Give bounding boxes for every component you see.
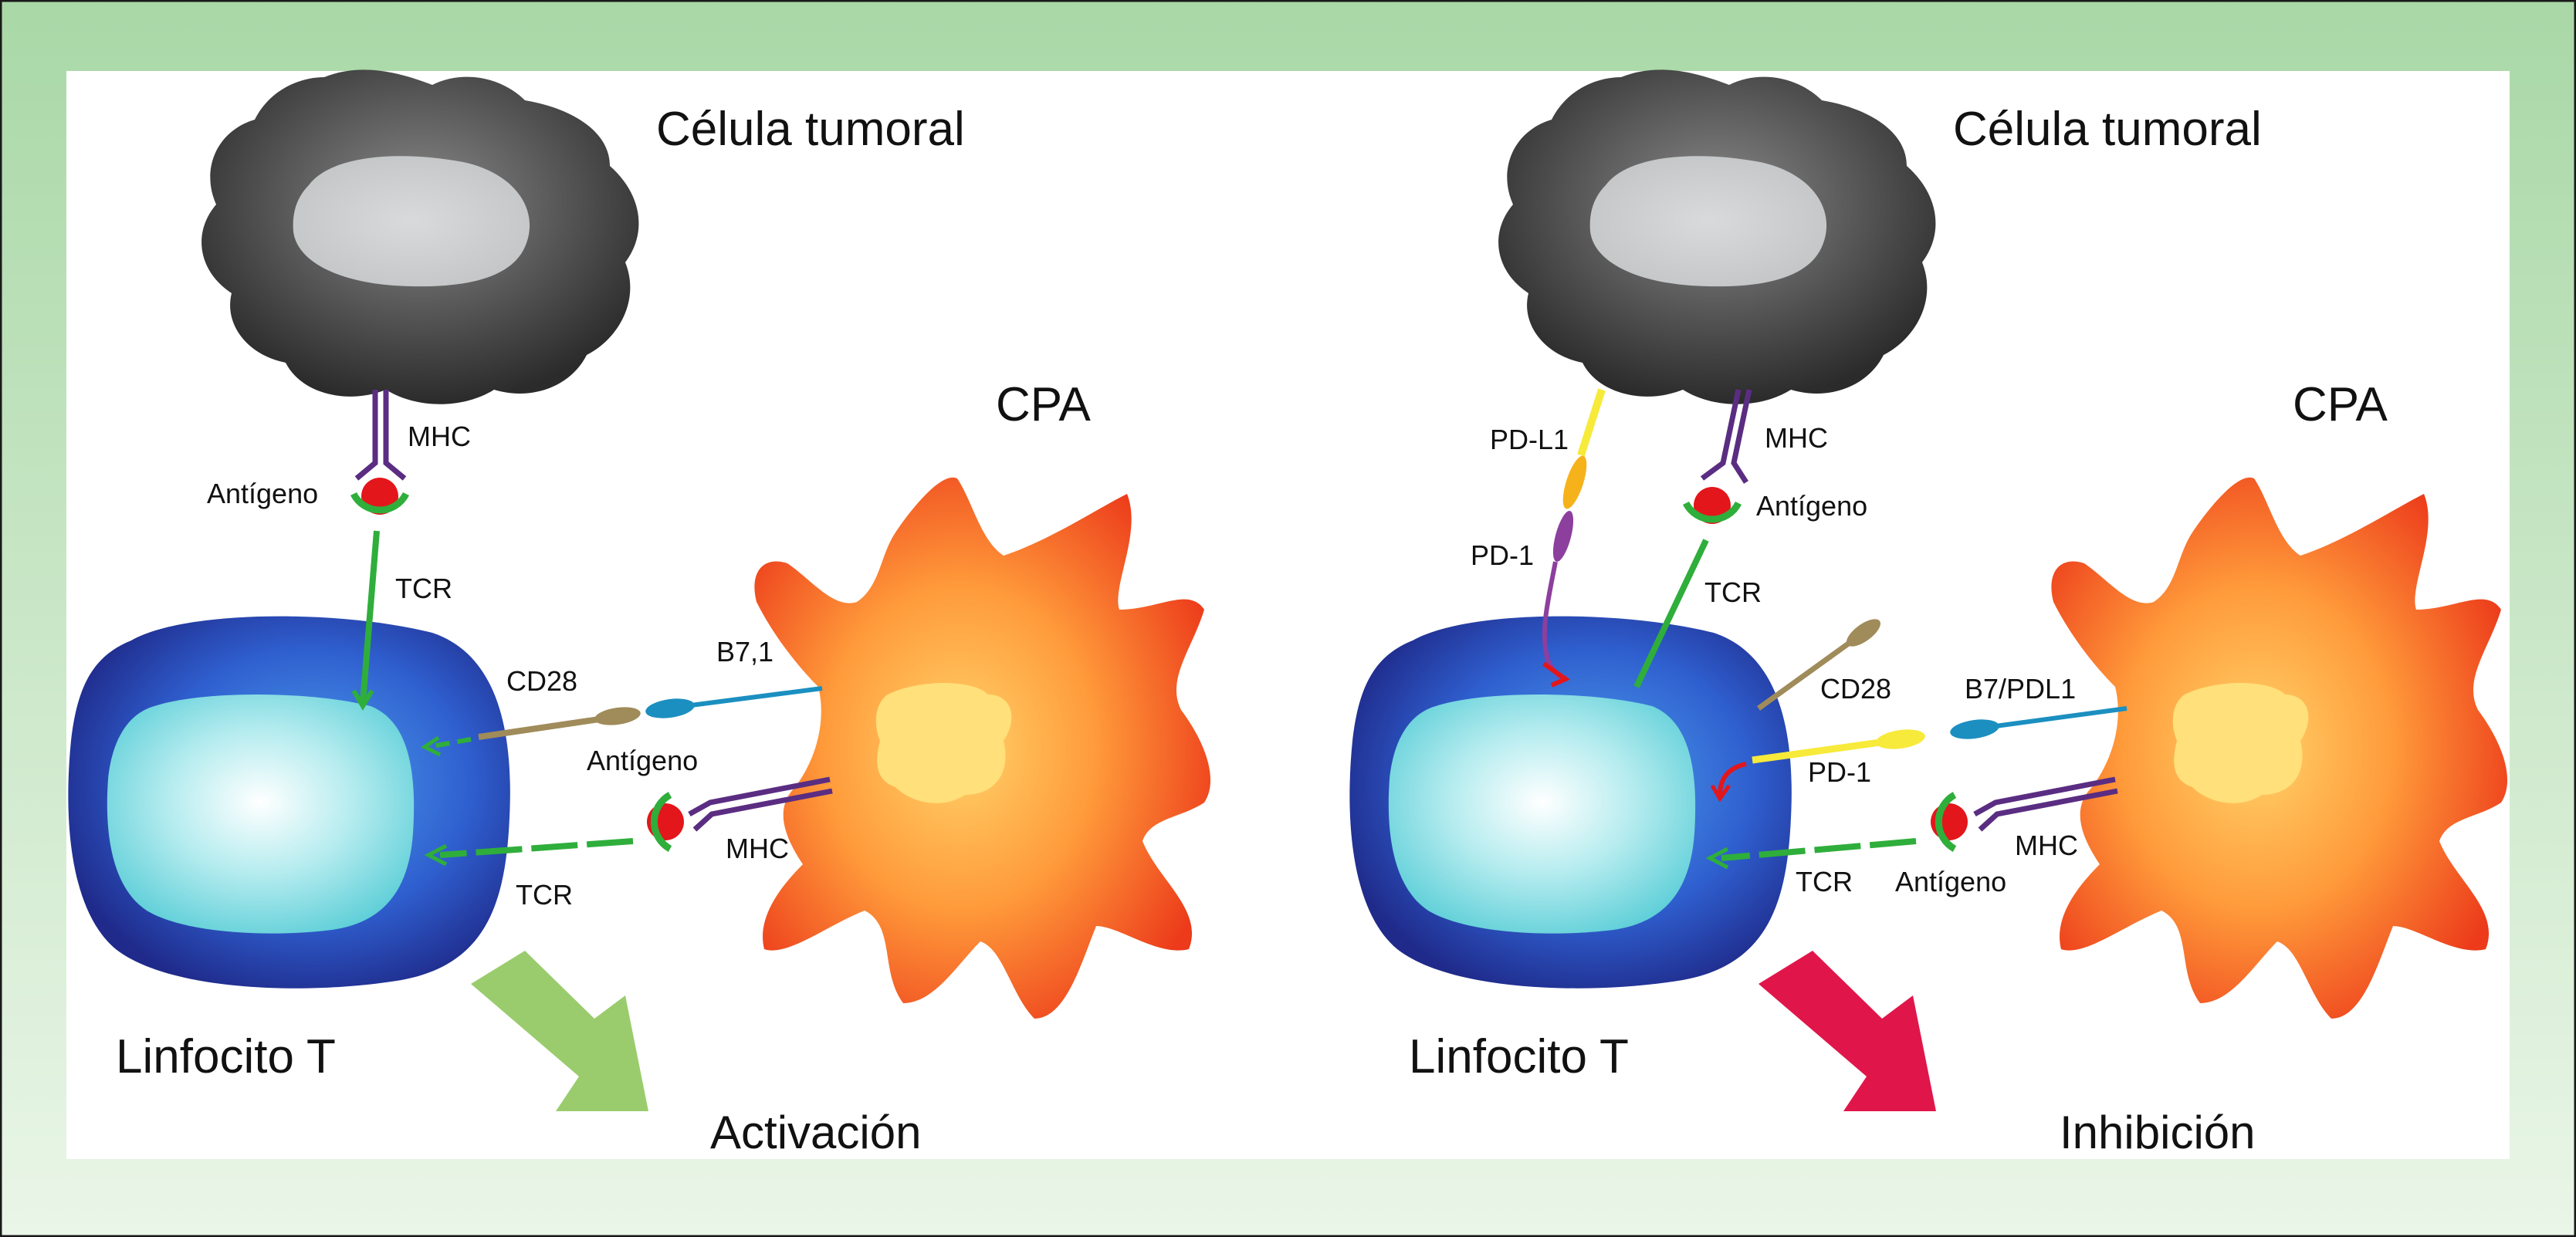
tcr-top-label-right: TCR [1704,576,1762,608]
pdl1-label-right: PD-L1 [1490,424,1569,455]
tcr-cup-bottom-right [1935,792,1957,852]
outcome-label-right: Inhibición [2060,1107,2256,1158]
mhc-top-left [354,390,407,481]
signal-arrow-cd28-left [428,737,472,749]
pd1-head-bottom-right [1876,729,1925,749]
cd28-head-left [594,707,641,725]
tcr-cup-bottom-left [650,792,672,852]
tcr-cup-top-right [1682,501,1742,523]
tcell-label-left: Linfocito T [116,1030,336,1083]
tumor-cell-left [201,69,639,404]
tumor-label-left: Célula tumoral [656,103,965,156]
pdl1-stalk-right [1577,388,1606,457]
cd28-label-right: CD28 [1820,673,1891,705]
tcell-label-right: Linfocito T [1409,1030,1629,1083]
antigen-top-label-left: Antígeno [207,478,318,509]
mhc-bottom-right [1973,776,2118,832]
mhc-top-right [1700,389,1752,484]
outcome-label-left: Activación [710,1107,921,1158]
t-cell-left [68,616,510,989]
tcr-stalk-bottom-left [439,838,634,858]
antigen-top-label-right: Antígeno [1756,490,1867,522]
antigen-bottom-label-left: Antígeno [587,745,698,776]
pd1-head-top-right [1552,511,1574,562]
tcr-bottom-label-right: TCR [1796,866,1853,897]
b7pdl1-stalk-right [1995,706,2127,728]
pd1-stalk-bottom-right [1752,737,1892,764]
cd28-head-right [1846,619,1881,647]
tcr-stalk-top-left [360,530,380,703]
tumor-label-right: Célula tumoral [1953,103,2262,156]
mhc-top-label-right: MHC [1765,422,1828,454]
mhc-top-label-left: MHC [408,421,471,452]
tcr-stalk-top-right [1633,539,1709,688]
b7pdl1-label-right: B7/PDL1 [1965,673,2076,705]
mhc-bottom-label-left: MHC [726,833,789,864]
inhibit-arrow-top-right [1542,661,1571,688]
tcr-arrowhead-top-left [351,689,374,711]
antigen-bottom-label-right: Antígeno [1895,866,2006,897]
tumor-cell-right [1498,69,1936,404]
mhc-bottom-left [688,776,833,832]
tcr-stalk-bottom-right [1721,838,1917,861]
b7pdl1-head-right [1950,719,1999,739]
cd28-label-left: CD28 [506,665,577,697]
b71-label-left: B7,1 [716,636,773,668]
apc-label-left: CPA [996,378,1092,431]
b71-head-left [645,698,695,718]
inhibit-arrow-bottom-right [1718,762,1747,796]
activation-arrow [471,951,648,1111]
tcr-top-label-left: TCR [395,573,452,604]
inhibition-arrow [1759,951,1936,1111]
pd1-bottom-label-right: PD-1 [1808,756,1871,788]
t-cell-right [1349,616,1792,989]
b71-stalk-left [690,686,823,708]
cd28-stalk-right [1756,638,1855,711]
cd28-stalk-left [478,715,611,740]
tcr-cup-top-left [350,492,410,514]
tcr-bottom-label-left: TCR [516,879,573,911]
pd1-top-label-right: PD-1 [1471,539,1534,571]
apc-cell-left [754,477,1211,1019]
mhc-bottom-label-right: MHC [2015,830,2078,861]
pdl1-head-right [1562,455,1587,509]
apc-cell-right [2051,477,2508,1019]
apc-label-right: CPA [2293,378,2388,431]
right-panel: Célula tumoral CPA Linfocito T Inhibició… [1349,69,2508,1158]
left-panel: Célula tumoral CPA Linfocito T Activació… [68,69,1211,1158]
